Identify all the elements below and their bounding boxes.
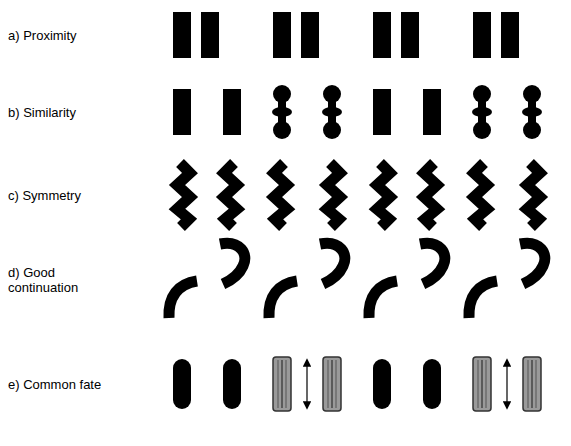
principle-label: c) Symmetry xyxy=(8,188,81,203)
bar xyxy=(273,12,291,58)
symmetry-shapes xyxy=(177,163,540,227)
common-fate-bars xyxy=(173,357,541,411)
beaded-bar xyxy=(272,85,292,139)
principle-label-box: a) Proximity xyxy=(8,28,77,43)
beaded-bar xyxy=(522,85,542,139)
bar xyxy=(173,89,191,135)
bar xyxy=(473,12,491,58)
principle-label-box: d) Good continuation xyxy=(8,265,100,295)
hook-curve xyxy=(269,281,297,318)
hook-curve xyxy=(369,281,397,318)
principle-label-box: c) Symmetry xyxy=(8,188,81,203)
zigzag-band xyxy=(527,163,540,227)
zigzag-band xyxy=(377,163,390,227)
hook-curve xyxy=(520,243,545,284)
moving-bar xyxy=(473,357,491,411)
similarity-shapes xyxy=(173,85,542,139)
principle-label-box: b) Similarity xyxy=(8,105,76,120)
zigzag-band xyxy=(177,163,190,227)
hook-curve xyxy=(220,243,245,284)
motion-arrow xyxy=(306,360,307,408)
bar xyxy=(423,89,441,135)
bar xyxy=(401,12,419,58)
hook-curve xyxy=(169,281,197,318)
moving-bar xyxy=(523,357,541,411)
zigzag-band xyxy=(474,163,487,227)
continuation-hooks xyxy=(169,243,545,318)
bar xyxy=(373,12,391,58)
moving-bar xyxy=(273,357,291,411)
principle-label-box: e) Common fate xyxy=(8,377,101,392)
hook-curve xyxy=(320,243,345,284)
principle-label: d) Good continuation xyxy=(8,265,100,295)
hook-curve xyxy=(469,281,497,318)
rounded-bar xyxy=(223,359,241,409)
beaded-bar xyxy=(472,85,492,139)
zigzag-band xyxy=(424,163,437,227)
zigzag-band xyxy=(224,163,237,227)
bar xyxy=(373,89,391,135)
bar xyxy=(201,12,219,58)
principle-label: a) Proximity xyxy=(8,28,77,43)
rounded-bar xyxy=(423,359,441,409)
bar xyxy=(501,12,519,58)
rounded-bar xyxy=(373,359,391,409)
principle-label: b) Similarity xyxy=(8,105,76,120)
zigzag-band xyxy=(327,163,340,227)
motion-arrow xyxy=(506,360,507,408)
bar xyxy=(223,89,241,135)
bar xyxy=(173,12,191,58)
proximity-bars xyxy=(173,12,519,58)
principle-label: e) Common fate xyxy=(8,377,101,392)
bar xyxy=(301,12,319,58)
moving-bar xyxy=(323,357,341,411)
hook-curve xyxy=(420,243,445,284)
rounded-bar xyxy=(173,359,191,409)
beaded-bar xyxy=(322,85,342,139)
zigzag-band xyxy=(274,163,287,227)
